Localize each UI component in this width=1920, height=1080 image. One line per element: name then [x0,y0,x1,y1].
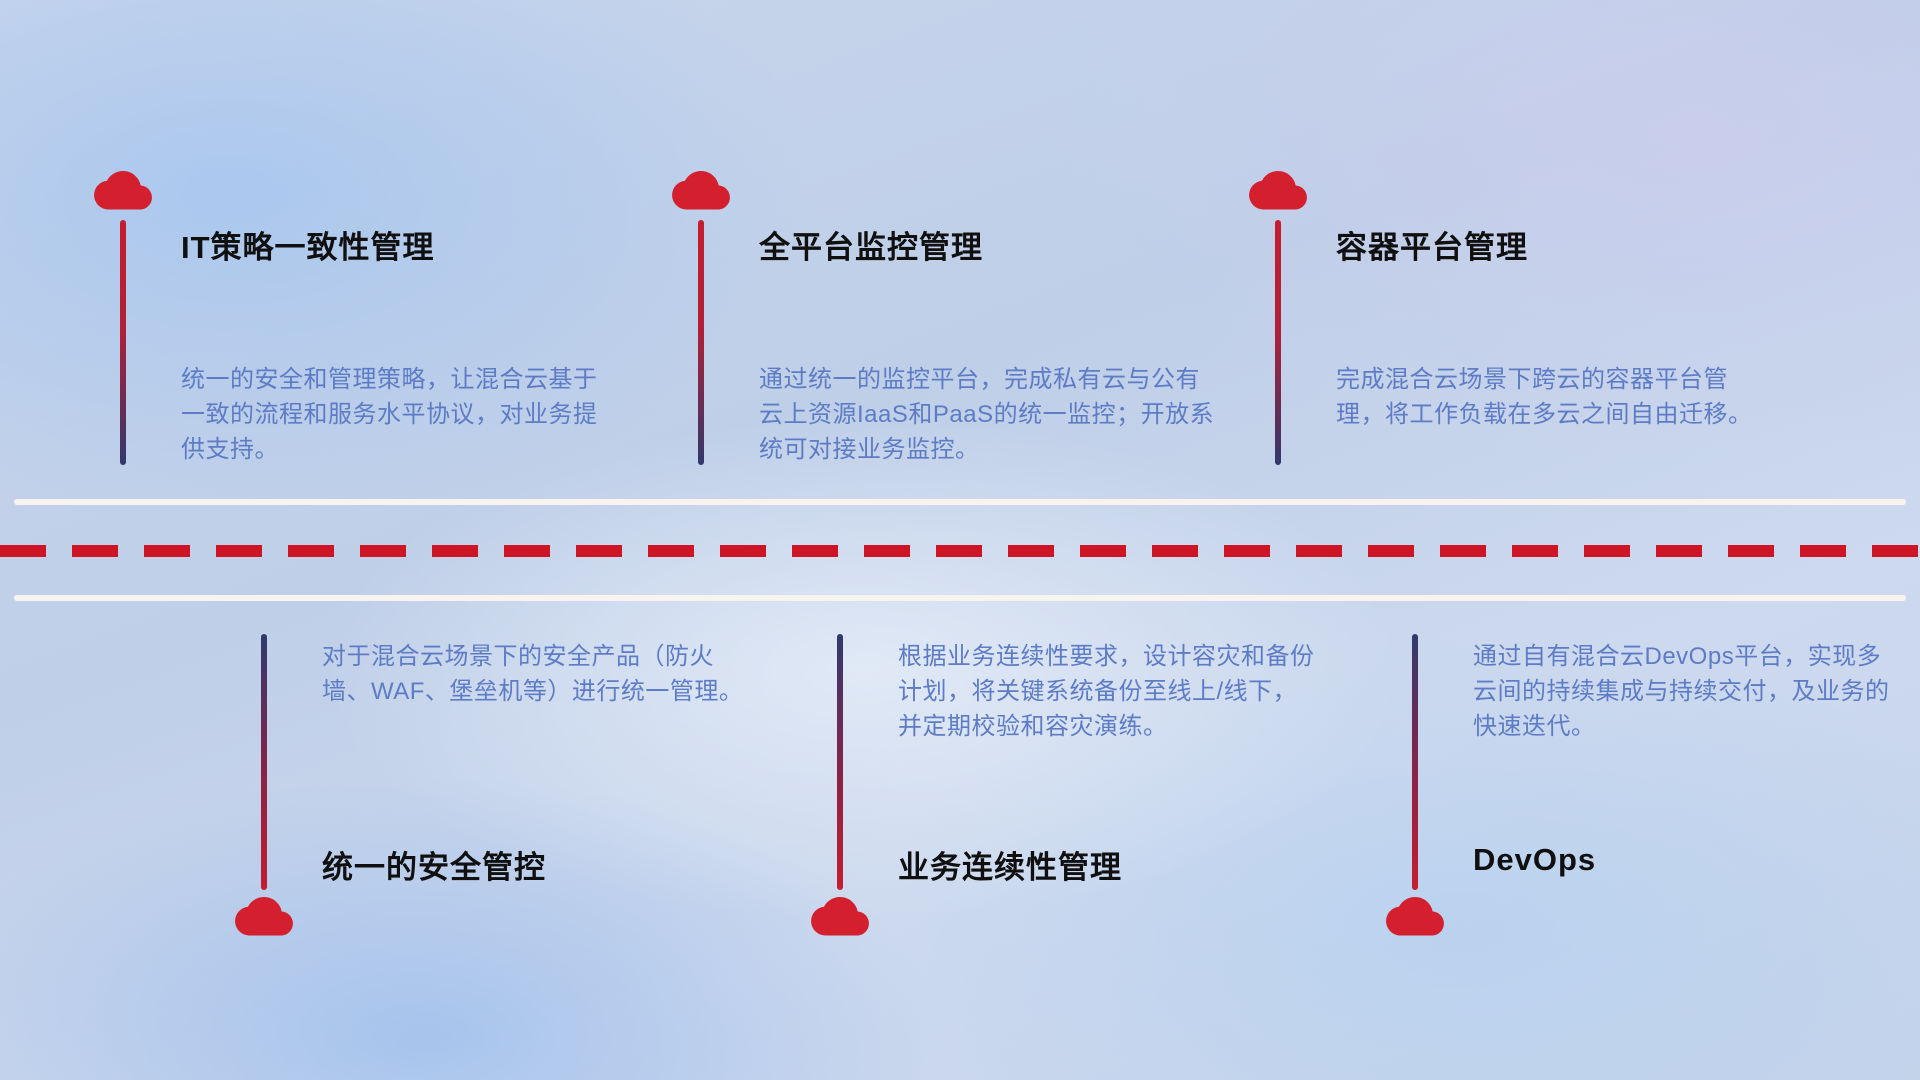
capability-title: DevOps [1473,842,1597,877]
capability-item-business-continuity: 根据业务连续性要求，设计容灾和备份计划，将关键系统备份至线上/线下，并定期校验和… [811,634,1371,944]
capability-title: 统一的安全管控 [322,850,546,885]
cloud-icon [672,170,730,210]
cloud-icon [1249,170,1307,210]
capability-title: IT策略一致性管理 [181,230,435,265]
connector-line [698,220,704,465]
road-bottom-line [14,595,1906,601]
capability-description: 通过统一的监控平台，完成私有云与公有云上资源IaaS和PaaS的统一监控；开放系… [759,366,1215,463]
capability-item-monitoring: 全平台监控管理 通过统一的监控平台，完成私有云与公有云上资源IaaS和PaaS的… [672,170,1232,470]
capability-item-it-policy: IT策略一致性管理 统一的安全和管理策略，让混合云基于一致的流程和服务水平协议，… [94,170,654,470]
connector-line [1412,634,1418,890]
capability-description: 统一的安全和管理策略，让混合云基于一致的流程和服务水平协议，对业务提供支持。 [181,366,598,463]
cloud-icon [811,896,869,936]
capability-item-container-platform: 容器平台管理 完成混合云场景下跨云的容器平台管理，将工作负载在多云之间自由迁移。 [1249,170,1809,470]
capability-title: 全平台监控管理 [759,230,983,265]
cloud-icon [1386,896,1444,936]
capability-title: 业务连续性管理 [898,850,1122,885]
capability-item-security-control: 对于混合云场景下的安全产品（防火墙、WAF、堡垒机等）进行统一管理。 统一的安全… [235,634,795,944]
capability-description: 完成混合云场景下跨云的容器平台管理，将工作负载在多云之间自由迁移。 [1336,366,1753,428]
capability-item-devops: 通过自有混合云DevOps平台，实现多云间的持续集成与持续交付，及业务的快速迭代… [1386,634,1920,944]
road-top-line [14,499,1906,505]
cloud-icon [235,896,293,936]
capability-description: 对于混合云场景下的安全产品（防火墙、WAF、堡垒机等）进行统一管理。 [322,643,744,705]
connector-line [261,634,267,890]
connector-line [1275,220,1281,465]
connector-line [120,220,126,465]
cloud-icon [94,170,152,210]
capability-title: 容器平台管理 [1336,230,1528,265]
connector-line [837,634,843,890]
capability-description: 通过自有混合云DevOps平台，实现多云间的持续集成与持续交付，及业务的快速迭代… [1473,643,1890,740]
road-dashed-center-line [0,545,1920,557]
capability-description: 根据业务连续性要求，设计容灾和备份计划，将关键系统备份至线上/线下，并定期校验和… [898,643,1315,740]
